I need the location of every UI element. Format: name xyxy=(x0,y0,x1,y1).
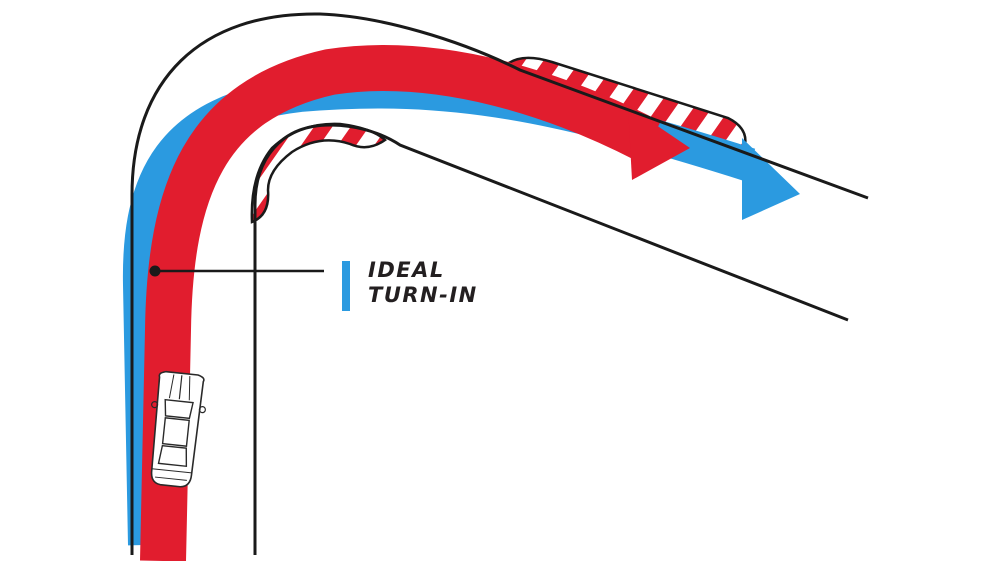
alternate-racing-line xyxy=(122,74,800,546)
callout-accent-bar xyxy=(342,261,350,311)
callout-line-2: TURN-IN xyxy=(368,283,478,307)
callout-line-1: IDEAL xyxy=(368,258,445,282)
car-top-view-icon xyxy=(150,370,206,488)
turn-in-callout: IDEAL TURN-IN xyxy=(368,258,478,308)
track-inner-edge xyxy=(253,123,849,555)
inner-curb xyxy=(250,122,387,224)
ideal-racing-line xyxy=(140,45,690,561)
ideal-line-arrowhead xyxy=(628,106,690,180)
alternate-line-arrowhead xyxy=(742,138,800,220)
track-outer-edge xyxy=(130,12,869,555)
dot-marker-icon xyxy=(149,265,161,277)
